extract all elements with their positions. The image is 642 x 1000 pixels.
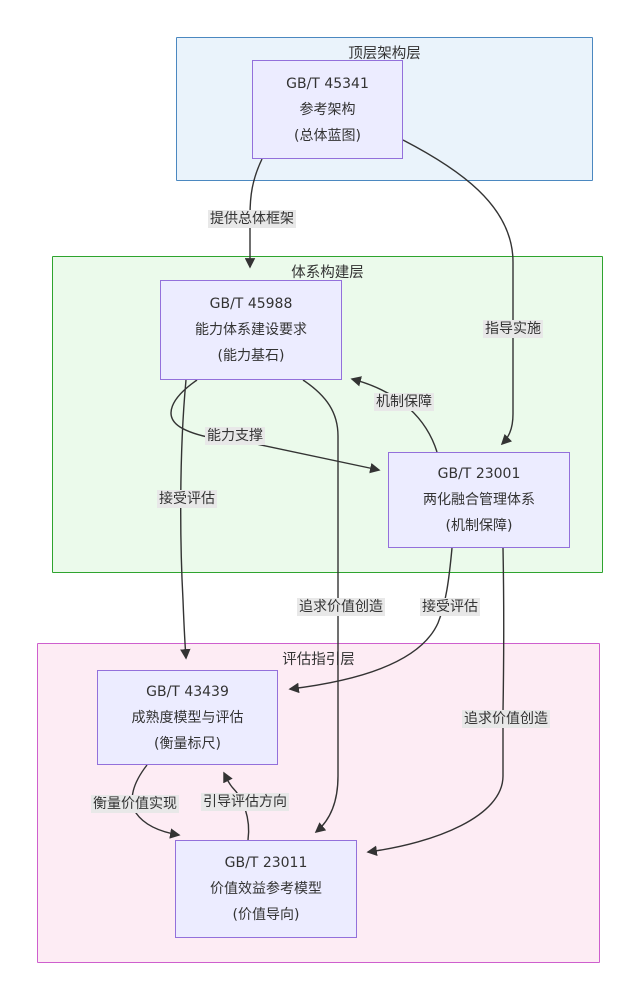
node-title: 参考架构 [299, 101, 356, 118]
node-code: GB/T 43439 [146, 683, 229, 700]
edge-label-provide-framework: 提供总体框架 [208, 210, 296, 228]
edge-label-guide-implementation: 指导实施 [483, 320, 543, 338]
node-code: GB/T 23001 [437, 466, 521, 482]
edge-measure-value [131, 764, 181, 839]
node-gbt23011-value-benefit-model: GB/T 23011 价值效益参考模型 (价值导向) [175, 840, 357, 938]
node-note: (衡量标尺) [154, 735, 221, 752]
node-note: (价值导向) [232, 907, 300, 923]
edge-accept-evaluation-left [180, 379, 191, 660]
edge-accept-evaluation-mid [288, 547, 453, 694]
edge-label-accept-evaluation-mid: 接受评估 [420, 598, 480, 616]
edge-label-guide-evaluation: 引导评估方向 [201, 793, 289, 811]
node-code: GB/T 23011 [224, 855, 308, 871]
node-code: GB/T 45988 [209, 296, 293, 312]
node-title: 价值效益参考模型 [210, 881, 322, 897]
node-title: 能力体系建设要求 [195, 322, 307, 338]
node-gbt45341-reference-architecture: GB/T 45341 参考架构 (总体蓝图) [252, 60, 403, 159]
edge-capability-support [170, 379, 381, 474]
node-note: (能力基石) [217, 348, 285, 364]
edge-pursue-value-right [366, 547, 505, 857]
edge-mechanism-guarantee [350, 376, 438, 453]
edge-label-measure-value: 衡量价值实现 [91, 795, 179, 813]
edge-label-pursue-value-right: 追求价值创造 [462, 710, 550, 728]
edge-label-pursue-value-mid: 追求价值创造 [297, 598, 385, 616]
edge-label-accept-evaluation-left: 接受评估 [157, 490, 217, 508]
node-gbt43439-maturity-model: GB/T 43439 成熟度模型与评估 (衡量标尺) [97, 670, 278, 765]
cluster-top-title: 顶层架构层 [348, 46, 421, 62]
node-note: (总体蓝图) [294, 127, 361, 144]
cluster-build-title: 体系构建层 [291, 265, 364, 281]
edge-label-capability-support: 能力支撑 [205, 427, 265, 445]
node-code: GB/T 45341 [286, 75, 369, 92]
node-gbt45988-capability-system: GB/T 45988 能力体系建设要求 (能力基石) [160, 280, 342, 380]
cluster-eval-title: 评估指引层 [282, 652, 355, 668]
node-note: (机制保障) [445, 518, 513, 534]
edge-guide-implementation [402, 139, 514, 446]
node-gbt23001-integration-management: GB/T 23001 两化融合管理体系 (机制保障) [388, 452, 570, 548]
edge-label-mechanism-guarantee: 机制保障 [374, 393, 434, 411]
node-title: 两化融合管理体系 [423, 492, 535, 508]
node-title: 成熟度模型与评估 [131, 709, 244, 726]
edge-guide-evaluation [223, 771, 250, 841]
